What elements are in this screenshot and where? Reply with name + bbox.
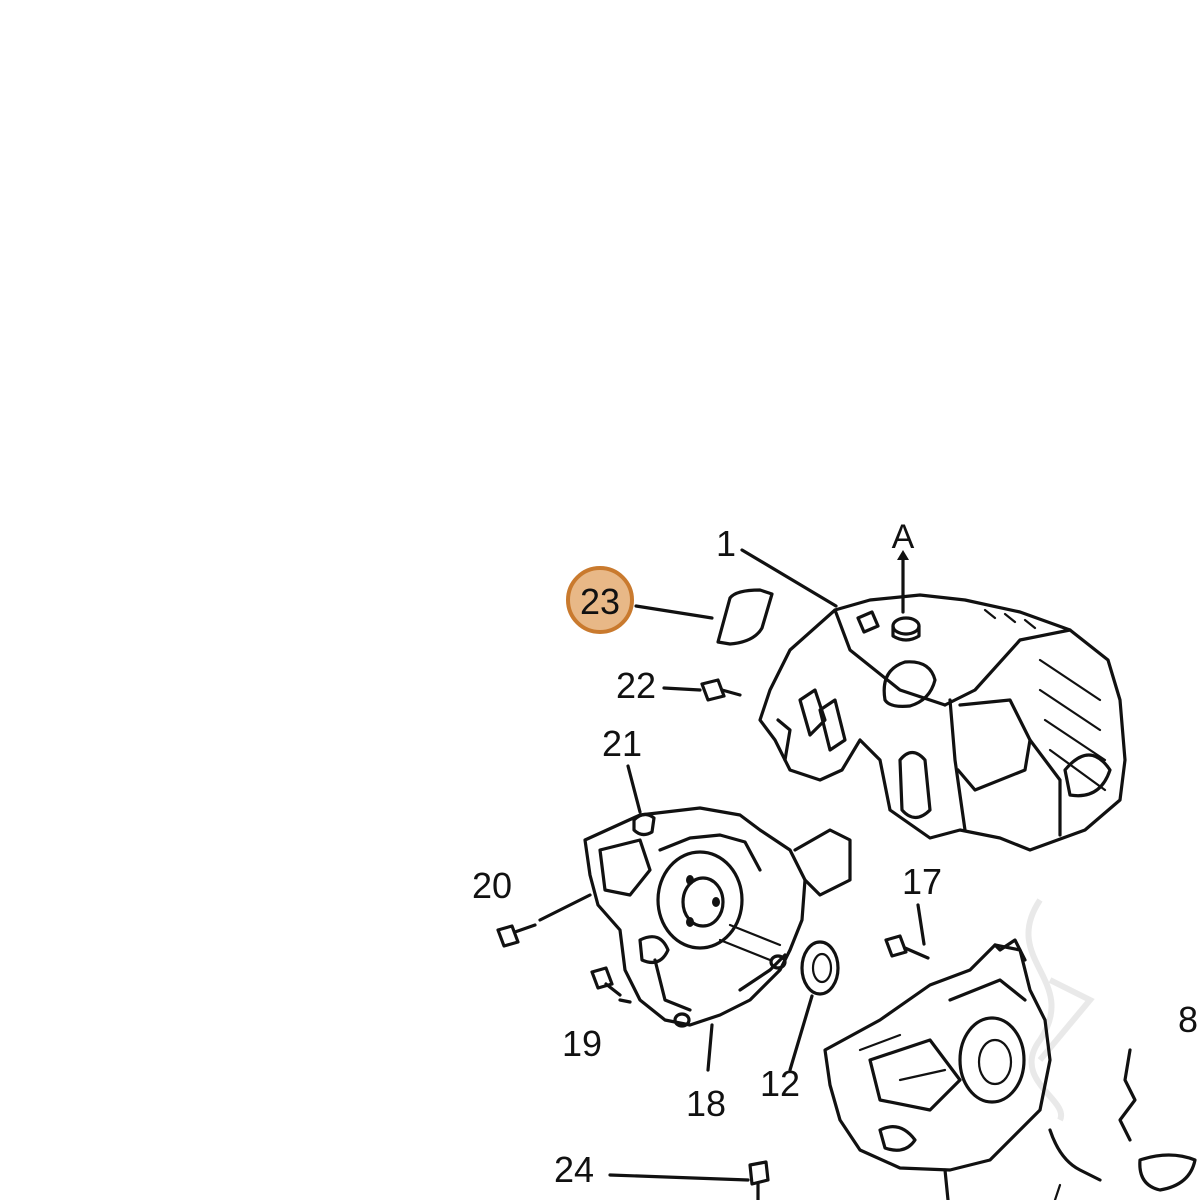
callout-23-label: 23 <box>580 581 620 622</box>
part-18-crankcase <box>583 806 852 1028</box>
callout-1-label[interactable]: 1 <box>716 523 736 564</box>
leader-lines <box>538 548 926 1182</box>
part-8-components <box>1048 1048 1197 1200</box>
part-a-arrow <box>897 550 909 614</box>
callout-8-label[interactable]: 8 <box>1178 999 1198 1040</box>
watermark-logo <box>1025 898 1095 1122</box>
callout-17-label[interactable]: 17 <box>902 861 942 902</box>
callout-21-label[interactable]: 21 <box>602 723 642 764</box>
callout-24-label[interactable]: 24 <box>554 1149 594 1190</box>
callout-23-circle <box>566 566 634 634</box>
part-17-screw <box>884 934 930 960</box>
callout-12-label[interactable]: 12 <box>760 1063 800 1104</box>
part-12-seal <box>800 940 840 996</box>
part-19-screw <box>590 966 622 997</box>
part-23-gasket <box>716 588 774 646</box>
part-22-screw <box>700 678 742 702</box>
callout-a-label[interactable]: A <box>892 518 915 556</box>
callout-19-label[interactable]: 19 <box>562 1023 602 1064</box>
callout-labels: 1 A 22 21 20 19 18 12 17 8 24 <box>472 518 1198 1190</box>
part-crankcase-lower <box>823 938 1052 1200</box>
callout-23-highlighted[interactable]: 23 <box>566 566 634 634</box>
part-1-cylinder-cover <box>758 593 1127 852</box>
callout-22-label[interactable]: 22 <box>616 665 656 706</box>
part-24-screw <box>748 1160 770 1200</box>
callout-18-label[interactable]: 18 <box>686 1083 726 1124</box>
callout-20-label[interactable]: 20 <box>472 865 512 906</box>
part-20-screw <box>496 923 537 948</box>
